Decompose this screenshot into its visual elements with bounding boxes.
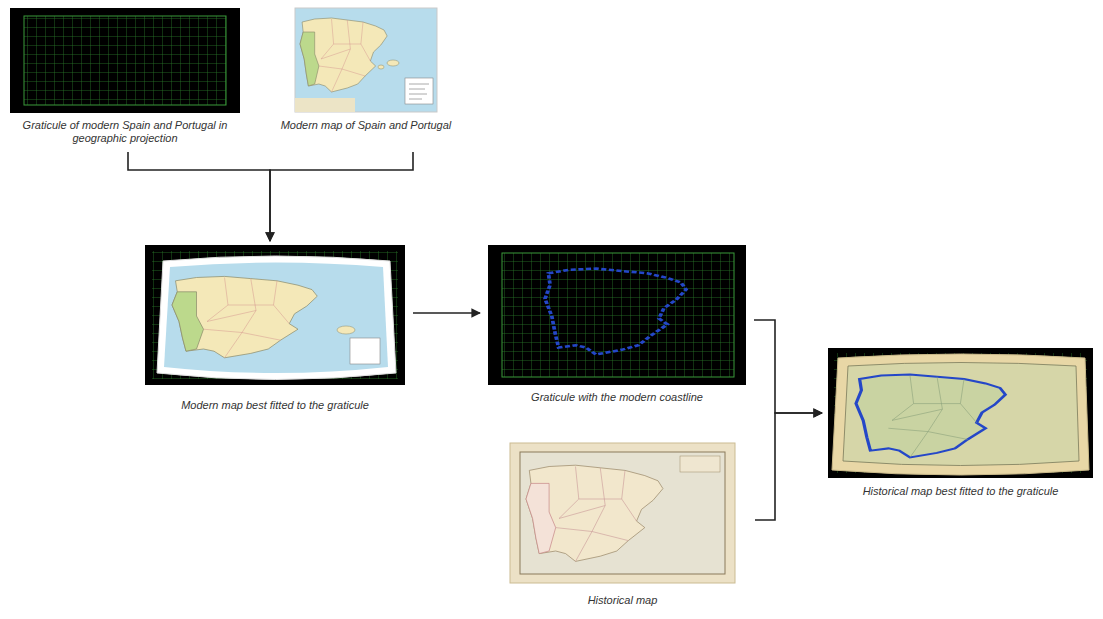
fitted-historical-map-image xyxy=(828,348,1093,478)
flow-arrow xyxy=(754,320,822,413)
image-panel: Graticule with the modern coastline xyxy=(488,245,746,404)
graticule-coastline-image xyxy=(488,245,746,385)
modern-map-image xyxy=(295,8,437,112)
image-panel: Modern map best fitted to the graticule xyxy=(145,245,405,412)
image-panel: Modern map of Spain and Portugal xyxy=(281,8,452,132)
flow-arrow xyxy=(413,312,480,314)
flow-arrow xyxy=(128,152,270,241)
fitted-modern-map-image xyxy=(145,245,405,385)
historical-map-image xyxy=(510,443,735,583)
flow-arrow xyxy=(755,413,822,520)
caption: Graticule with the modern coastline xyxy=(531,391,703,404)
caption: Modern map best fitted to the graticule xyxy=(181,399,369,412)
image-panel: Historical map best fitted to the gratic… xyxy=(828,348,1093,498)
image-panel: Historical map xyxy=(510,443,735,607)
graticule-image xyxy=(10,8,240,113)
caption: Graticule of modern Spain and Portugal i… xyxy=(18,119,233,145)
caption: Modern map of Spain and Portugal xyxy=(281,119,452,132)
caption: Historical map xyxy=(588,594,658,607)
caption: Historical map best fitted to the gratic… xyxy=(863,485,1059,498)
image-panel: Graticule of modern Spain and Portugal i… xyxy=(10,8,240,145)
flow-arrow xyxy=(270,152,413,241)
